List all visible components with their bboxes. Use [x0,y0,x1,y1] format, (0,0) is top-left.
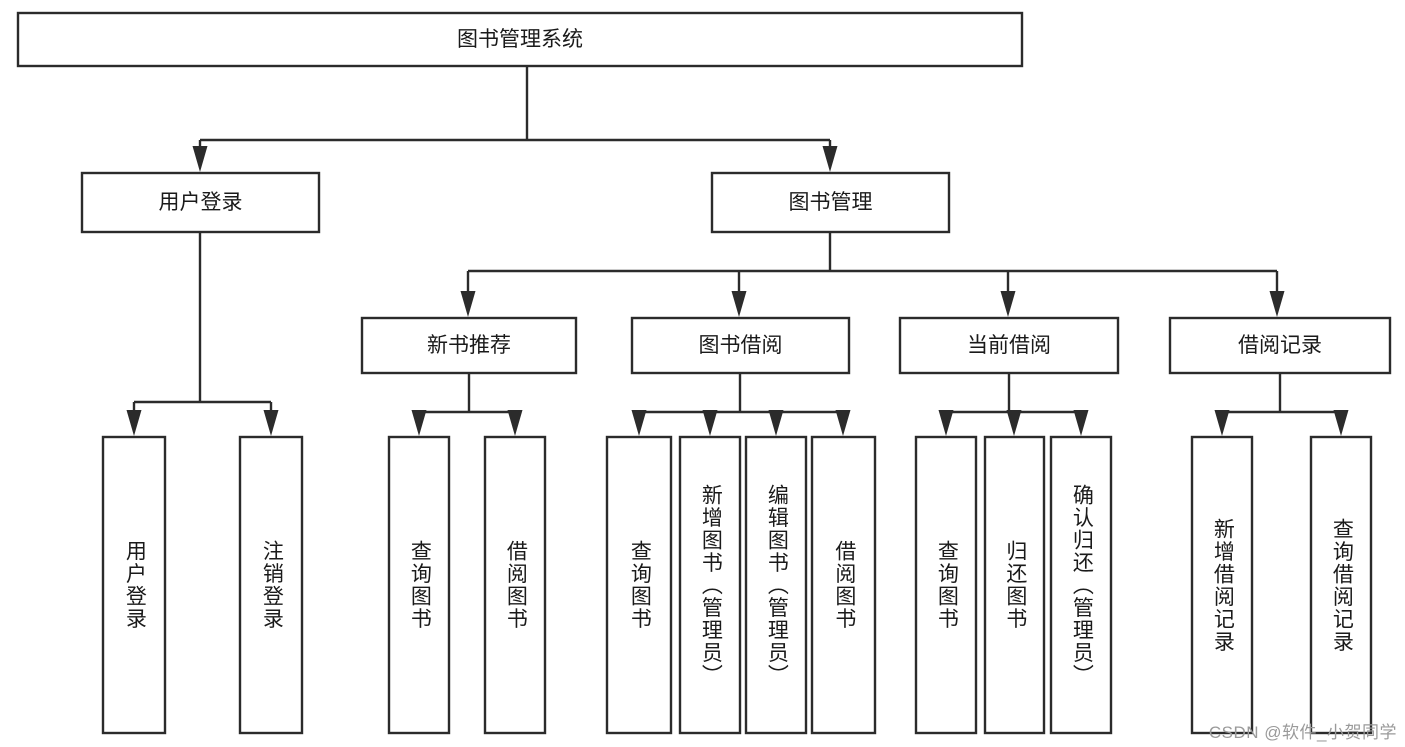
node-leaf-确认归还-管理员-10[interactable] [1049,435,1113,735]
arrow-head-icon [460,291,476,317]
arrow-head-icon [1269,291,1285,317]
node-level3-借阅记录-3[interactable] [1168,316,1392,375]
connector-group-当前借阅 [938,373,1089,436]
node-level2-用户登录-0-label: 用户登录 [159,191,243,214]
node-level3-当前借阅-2[interactable] [898,316,1120,375]
node-level3-新书推荐-0[interactable] [360,316,578,375]
node-leaf-查询借阅记录-12[interactable] [1309,435,1373,735]
node-leaf-编辑图书-管理员-6[interactable] [744,435,808,735]
arrow-head-icon [126,410,142,436]
arrow-head-icon [731,291,747,317]
connector-group-图书管理系统 [192,66,838,172]
arrow-head-icon [1073,410,1089,436]
arrow-head-icon [1000,291,1016,317]
arrow-head-icon [631,410,647,436]
arrow-head-icon [1006,410,1022,436]
node-leaf-注销登录-1[interactable] [238,435,304,735]
arrow-head-icon [411,410,427,436]
arrow-head-icon [507,410,523,436]
node-leaf-借阅图书-3[interactable] [483,435,547,735]
node-leaf-查询图书-2[interactable] [387,435,451,735]
node-leaf-借阅图书-7[interactable] [810,435,877,735]
arrow-head-icon [263,410,279,436]
node-box-layer [16,11,1392,735]
connector-group-图书借阅 [631,373,851,436]
node-level3-当前借阅-2-label: 当前借阅 [967,334,1051,357]
node-leaf-查询图书-8[interactable] [914,435,978,735]
node-leaf-新增借阅记录-11[interactable] [1190,435,1254,735]
arrow-head-icon [938,410,954,436]
arrow-head-icon [192,146,208,172]
arrow-head-icon [822,146,838,172]
node-level3-借阅记录-3-label: 借阅记录 [1238,334,1322,357]
node-leaf-查询图书-4[interactable] [605,435,673,735]
node-leaf-归还图书-9[interactable] [983,435,1046,735]
node-level2-用户登录-0[interactable] [80,171,321,234]
arrow-head-icon [702,410,718,436]
node-leaf-新增图书-管理员-5[interactable] [678,435,742,735]
watermark: CSDN @软件_小贺同学 [1208,723,1397,742]
arrow-head-icon [1214,410,1230,436]
connector-group-新书推荐 [411,373,523,436]
node-level2-图书管理-1[interactable] [710,171,951,234]
arrow-head-icon [768,410,784,436]
node-level3-图书借阅-1-label: 图书借阅 [699,334,783,357]
connector-group-图书管理 [460,232,1285,317]
node-root-图书管理系统-0[interactable] [16,11,1024,68]
node-level3-新书推荐-0-label: 新书推荐 [427,334,511,357]
connector-group-借阅记录 [1214,373,1349,436]
node-level3-图书借阅-1[interactable] [630,316,851,375]
node-leaf-用户登录-0[interactable] [101,435,167,735]
arrow-head-icon [1333,410,1349,436]
connector-layer [126,66,1349,436]
arrow-head-icon [835,410,851,436]
node-level2-图书管理-1-label: 图书管理 [789,191,873,214]
node-root-图书管理系统-0-label: 图书管理系统 [457,28,583,51]
connector-group-用户登录 [126,232,279,436]
